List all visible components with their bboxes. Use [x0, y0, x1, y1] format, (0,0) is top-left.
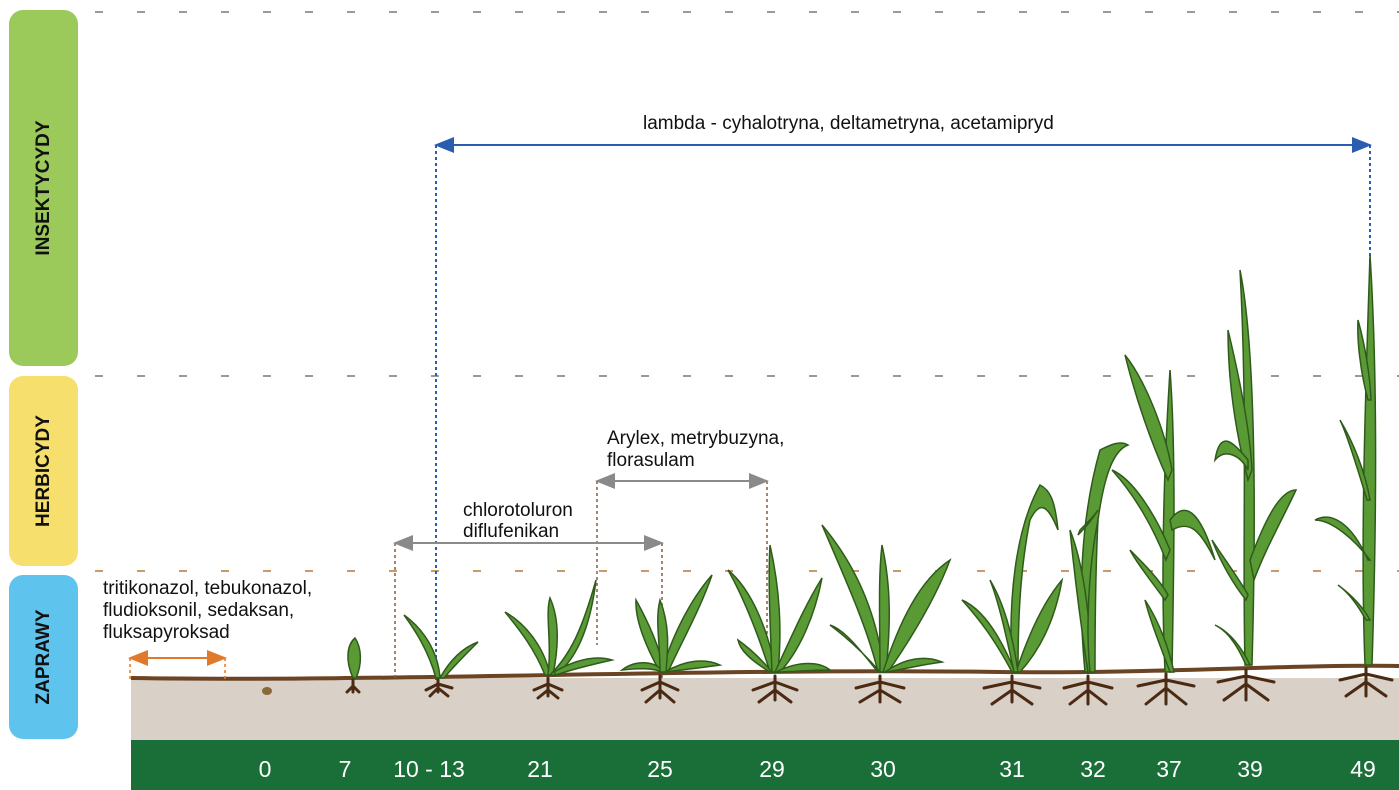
plant-stage-49	[1314, 254, 1377, 666]
plant-stage-25	[619, 574, 723, 674]
herbicide-early-label-line2: diflufenikan	[463, 521, 560, 542]
plant-stage-37	[1111, 354, 1216, 673]
seed-dressing-label-line3: fluksapyroksad	[103, 622, 230, 643]
seed-dressing-label-line2: fludioksonil, sedaksan,	[103, 600, 295, 621]
insektycydy-tab: INSEKTYCYDY	[9, 10, 78, 366]
plant-stage-21	[504, 579, 615, 676]
stage-label: 37	[1156, 756, 1182, 782]
roots-stage-39	[1216, 668, 1276, 702]
seed	[262, 687, 272, 695]
plant-stage-29	[727, 544, 833, 673]
roots-stage-31	[982, 674, 1042, 706]
stage-label: 0	[258, 756, 272, 782]
roots-stage-7	[345, 678, 361, 694]
roots-stage-30	[854, 674, 906, 704]
stage-label: 21	[527, 756, 553, 782]
seed-dressing-label-line1: tritikonazol, tebukonazol,	[103, 578, 313, 599]
stage-label: 7	[338, 756, 352, 782]
plant-stage-7	[347, 636, 362, 679]
plant-stage-10-13	[403, 614, 479, 679]
roots-stage-29	[751, 674, 799, 704]
plant-stage-30	[821, 524, 952, 673]
herbicide-early-label-line1: chlorotoluron	[463, 500, 573, 521]
soil	[131, 678, 1399, 740]
plant-stage-31	[961, 484, 1064, 673]
plant-stage-32	[1069, 442, 1130, 673]
stage-label: 31	[999, 756, 1025, 782]
herbicide-late-label-line1: Arylex, metrybuzyna,	[607, 428, 785, 449]
roots-stage-49	[1338, 666, 1394, 698]
roots-stage-32	[1062, 674, 1114, 706]
stage-label: 29	[759, 756, 785, 782]
roots-stage-37	[1136, 672, 1196, 706]
zaprawy-tab: ZAPRAWY	[9, 575, 78, 739]
stage-label: 32	[1080, 756, 1106, 782]
growth-stage-bar	[131, 740, 1399, 790]
stage-label: 25	[647, 756, 673, 782]
herbicide-late-label-line2: florasulam	[607, 450, 695, 471]
roots-stage-10-13	[424, 678, 454, 698]
plant-stage-39	[1211, 269, 1298, 666]
insecticide-label: lambda - cyhalotryna, deltametryna, acet…	[643, 113, 1054, 134]
roots-stage-25	[640, 674, 680, 704]
stage-label: 30	[870, 756, 896, 782]
stage-label: 10 - 13	[393, 756, 465, 782]
roots-stage-21	[532, 676, 564, 700]
stage-label: 39	[1237, 756, 1263, 782]
herbicydy-tab: HERBICYDY	[9, 376, 78, 566]
stage-label: 49	[1350, 756, 1376, 782]
